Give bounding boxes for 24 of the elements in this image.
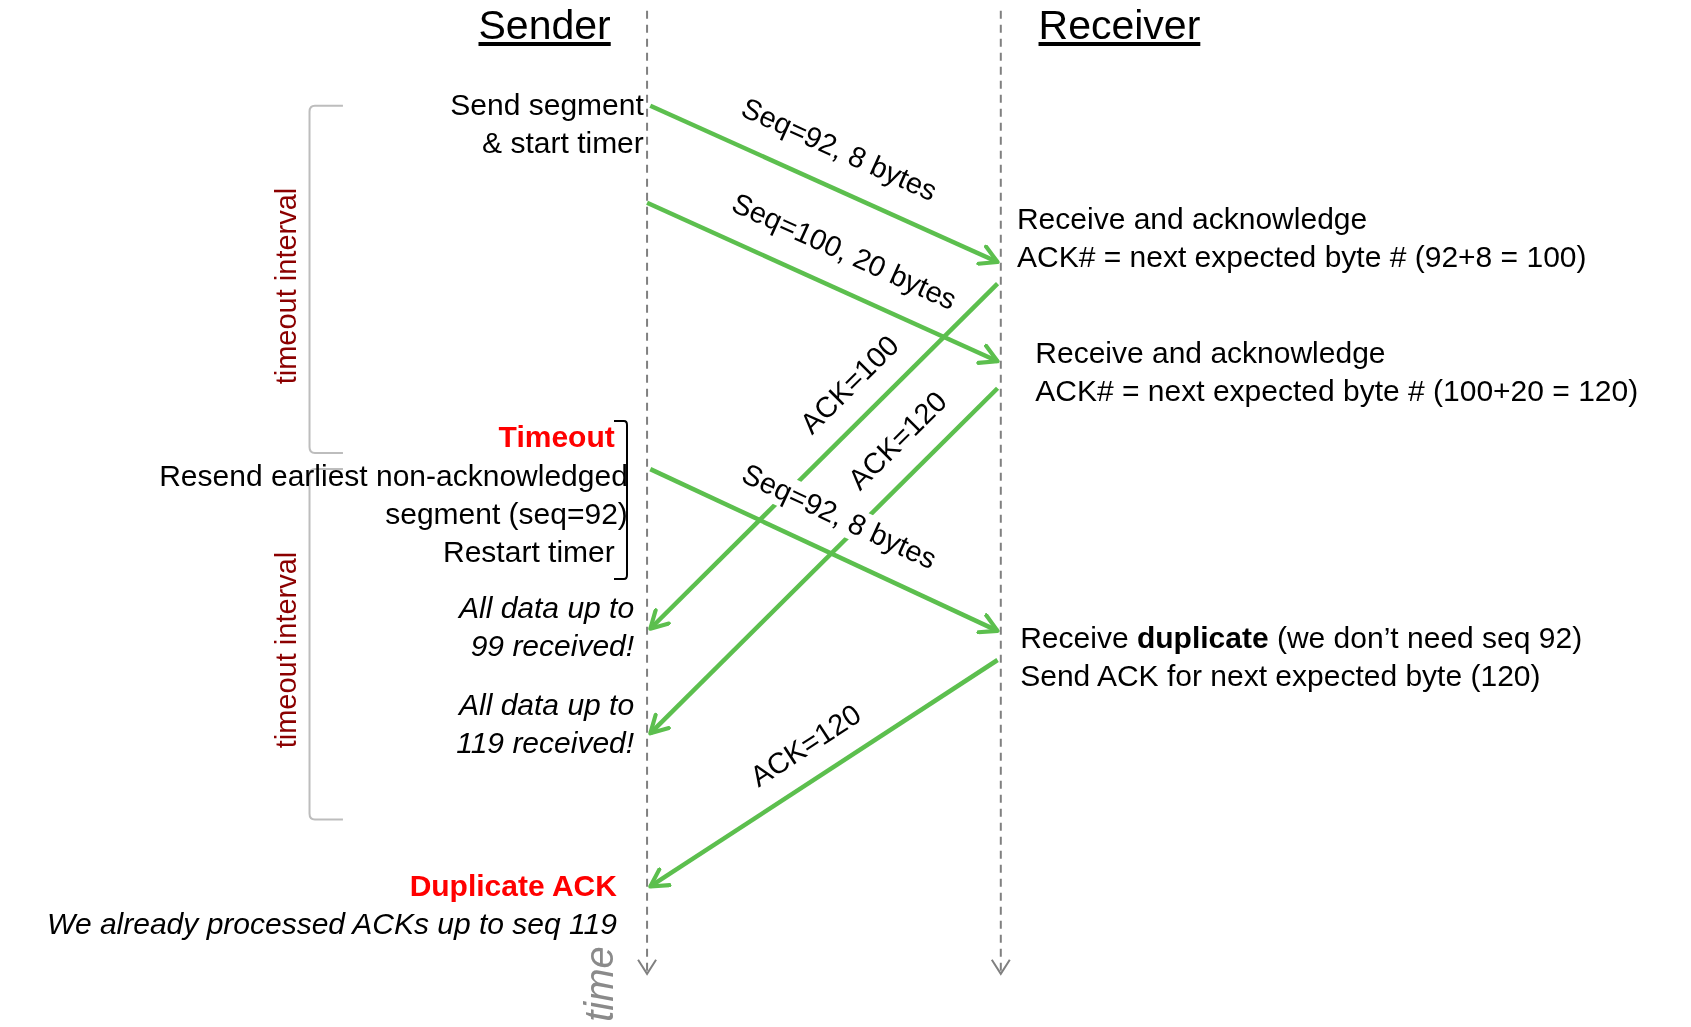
event-text: Resend earliest non-acknowledged segment (seq=92) xyxy=(158,457,628,532)
interval-label: timeout interval xyxy=(269,551,303,749)
event-text: Receive duplicate (we don’t need seq 92) xyxy=(1020,620,1584,656)
event-text: ACK# = next expected byte # (92+8 = 100) xyxy=(1016,238,1588,275)
message-arrow xyxy=(649,467,1000,635)
interval-label: timeout interval xyxy=(269,187,303,385)
event-text: We already processed ACKs up to seq 119 xyxy=(46,906,617,943)
message-arrow xyxy=(648,282,1000,631)
event-text: Receive and acknowledge xyxy=(1035,335,1387,372)
lane-title: Sender xyxy=(478,2,611,50)
message-arrow xyxy=(648,386,1000,736)
message-arrow xyxy=(646,200,1000,365)
message-arrow xyxy=(648,658,999,889)
event-text: Receive and acknowledge xyxy=(1016,200,1369,237)
lane-title: Receiver xyxy=(1038,2,1201,50)
event-heading: Duplicate ACK xyxy=(408,868,617,905)
event-text: Send segment & start timer xyxy=(449,87,644,162)
event-heading: Timeout xyxy=(497,419,615,456)
event-text: All data up to 99 received! xyxy=(456,589,635,664)
event-text: All data up to 119 received! xyxy=(455,686,635,761)
axis-label: time xyxy=(576,945,622,1022)
event-text: ACK# = next expected byte # (100+20 = 120) xyxy=(1035,373,1640,410)
event-text: Send ACK for next expected byte (120) xyxy=(1020,658,1542,695)
message-arrow xyxy=(649,103,1000,266)
